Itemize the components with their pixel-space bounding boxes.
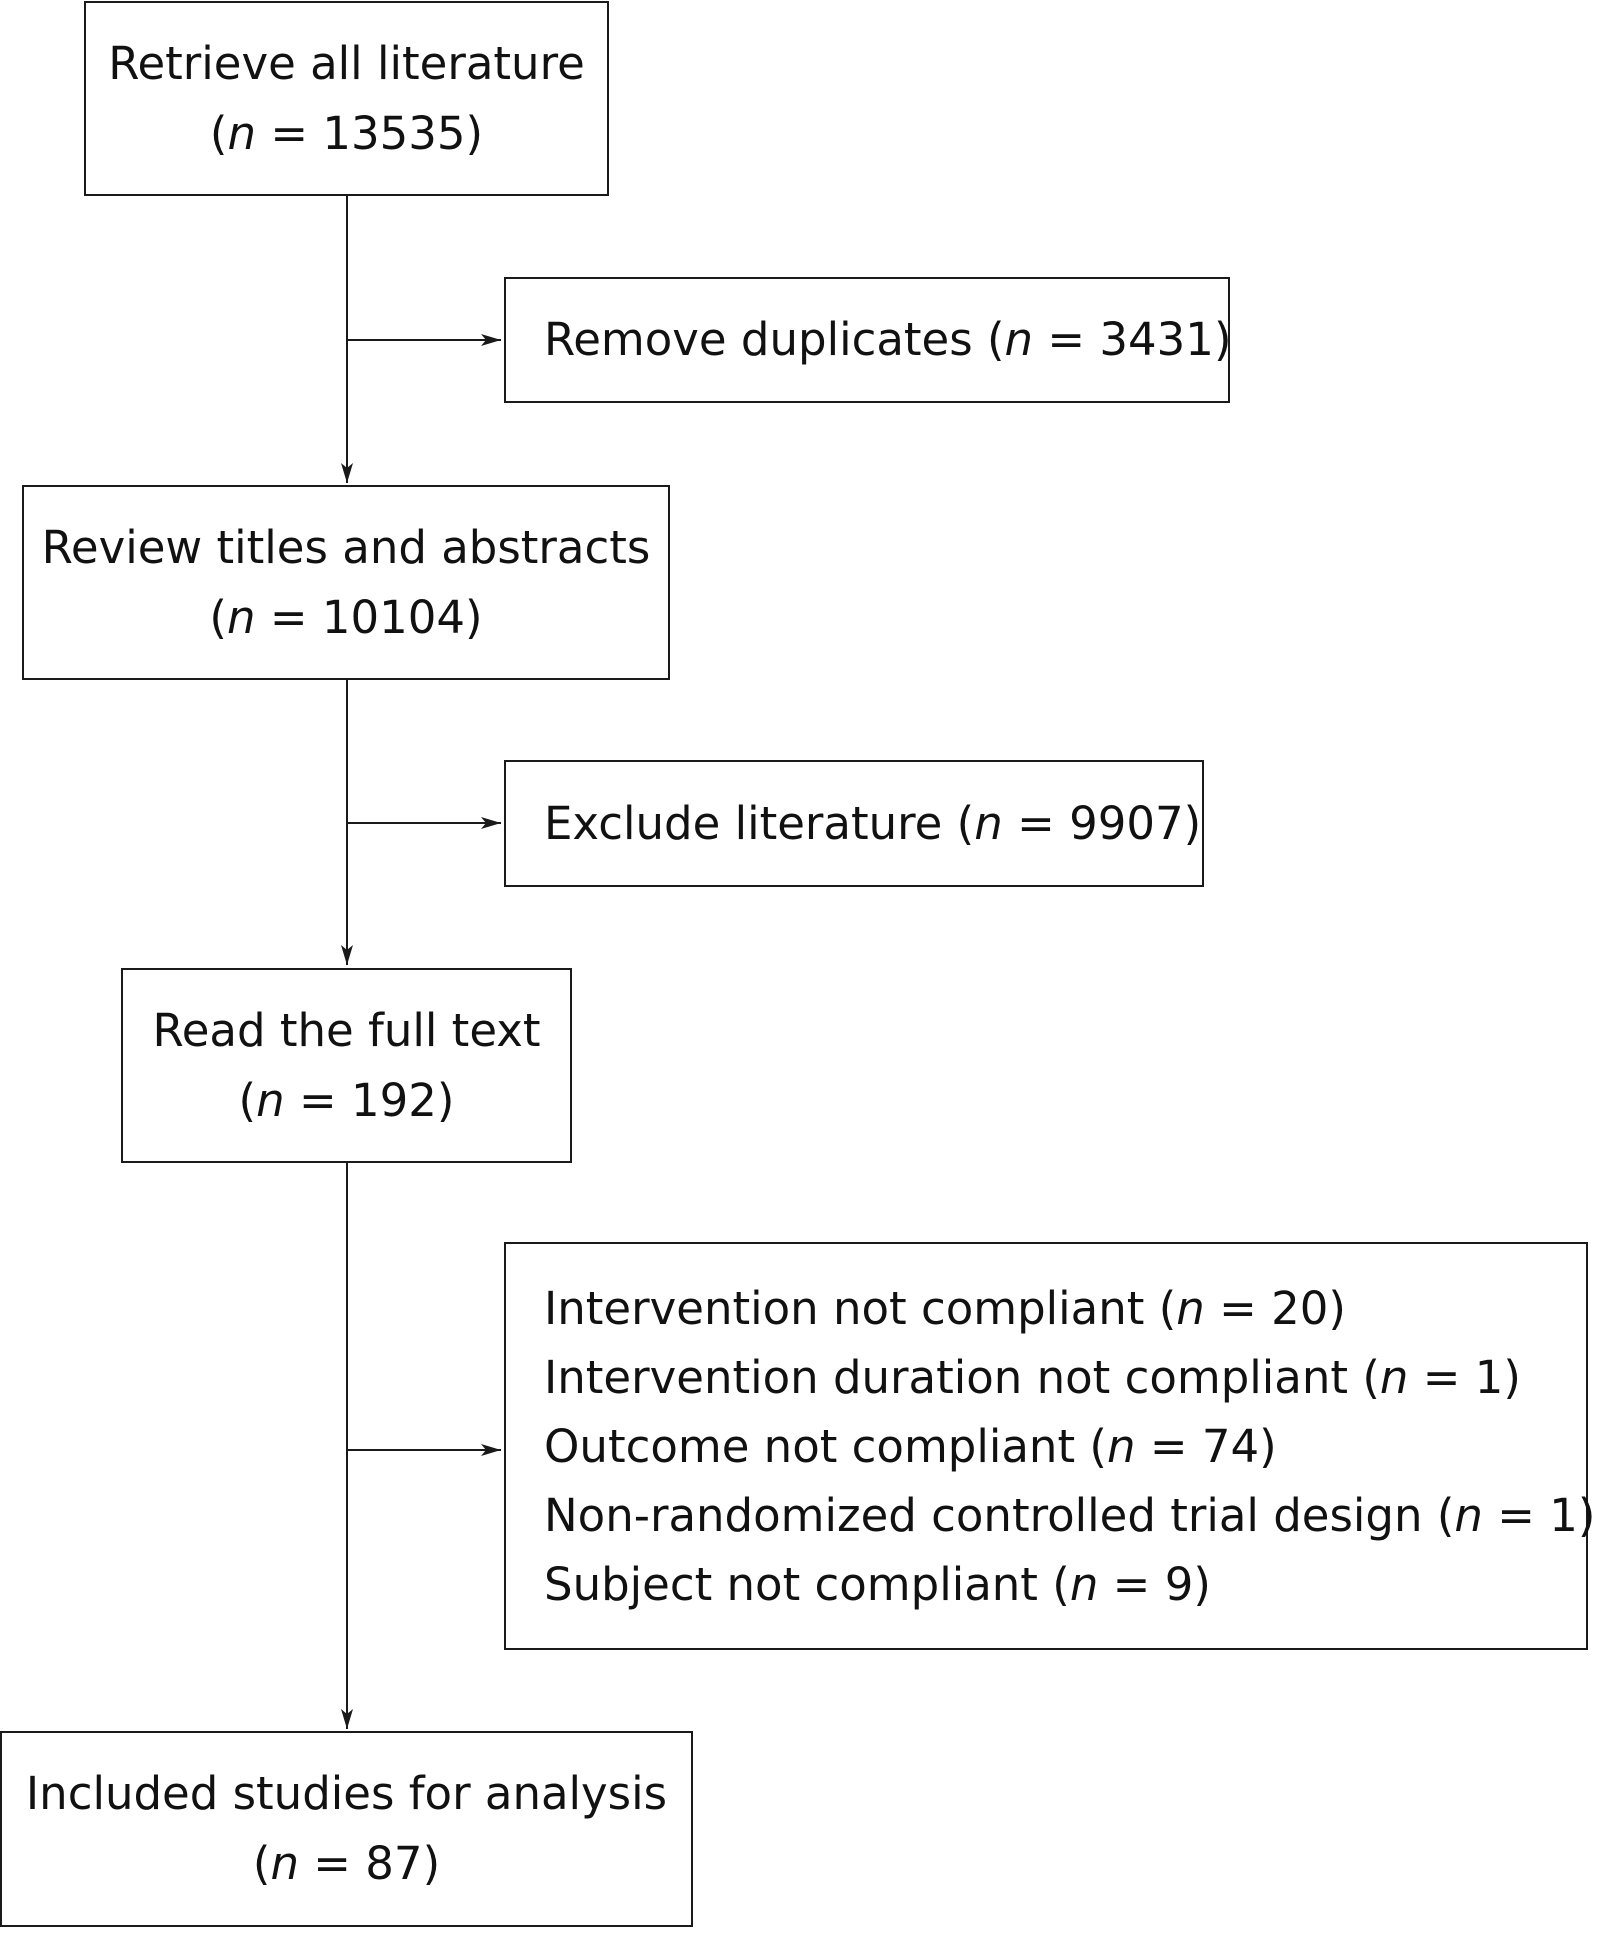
- exclusion-reason-count: 20: [1271, 1282, 1329, 1335]
- remove-duplicates-line: Remove duplicates (n = 3431): [544, 313, 1232, 366]
- included-studies-box: Included studies for analysis (n = 87): [0, 1731, 693, 1927]
- exclusion-reason-count: 1: [1549, 1489, 1578, 1542]
- exclusion-reason: Intervention duration not compliant (n =…: [544, 1351, 1521, 1404]
- review-titles-label: Review titles and abstracts: [41, 520, 651, 574]
- exclusion-reason-label: Subject not compliant: [544, 1558, 1038, 1611]
- exclude-literature-count: 9907: [1069, 796, 1184, 850]
- exclude-literature-box: Exclude literature (n = 9907): [504, 760, 1204, 887]
- full-text-box: Read the full text (n = 192): [121, 968, 572, 1163]
- exclusion-reason: Non-randomized controlled trial design (…: [544, 1489, 1596, 1542]
- retrieve-literature-count: 13535: [322, 106, 466, 160]
- included-studies-count: 87: [365, 1837, 423, 1890]
- full-text-count: 192: [350, 1073, 437, 1127]
- included-studies-label: Included studies for analysis: [25, 1767, 668, 1820]
- retrieve-literature-label: Retrieve all literature: [108, 36, 585, 90]
- exclusion-reason-label: Intervention duration not compliant: [544, 1351, 1349, 1404]
- exclusion-reason: Subject not compliant (n = 9): [544, 1558, 1211, 1611]
- review-titles-box: Review titles and abstracts (n = 10104): [22, 485, 670, 680]
- exclusion-reason-label: Intervention not compliant: [544, 1282, 1145, 1335]
- retrieve-literature-count-line: (n = 13535): [209, 106, 484, 160]
- remove-duplicates-box: Remove duplicates (n = 3431): [504, 277, 1232, 403]
- exclusion-reason-count: 74: [1201, 1420, 1260, 1473]
- review-titles-count-line: (n = 10104): [209, 590, 483, 644]
- remove-duplicates-label: Remove duplicates: [544, 313, 973, 366]
- remove-duplicates-count: 3431: [1099, 313, 1214, 366]
- exclusion-reason: Intervention not compliant (n = 20): [544, 1282, 1346, 1335]
- exclusion-reason-count: 1: [1474, 1351, 1504, 1404]
- full-text-exclusions-box: Intervention not compliant (n = 20) Inte…: [504, 1242, 1596, 1650]
- exclusion-reason: Outcome not compliant (n = 74): [544, 1420, 1277, 1473]
- exclude-literature-label: Exclude literature: [544, 796, 943, 850]
- exclusion-reason-label: Outcome not compliant: [544, 1420, 1076, 1473]
- exclusion-reason-count: 9: [1164, 1558, 1194, 1611]
- full-text-label: Read the full text: [152, 1003, 541, 1057]
- full-text-count-line: (n = 192): [238, 1073, 455, 1127]
- exclude-literature-line: Exclude literature (n = 9907): [544, 796, 1202, 850]
- included-studies-count-line: (n = 87): [252, 1837, 441, 1890]
- retrieve-literature-box: Retrieve all literature (n = 13535): [84, 1, 609, 196]
- review-titles-count: 10104: [321, 590, 465, 644]
- exclusion-reason-label: Non-randomized controlled trial design: [544, 1489, 1423, 1542]
